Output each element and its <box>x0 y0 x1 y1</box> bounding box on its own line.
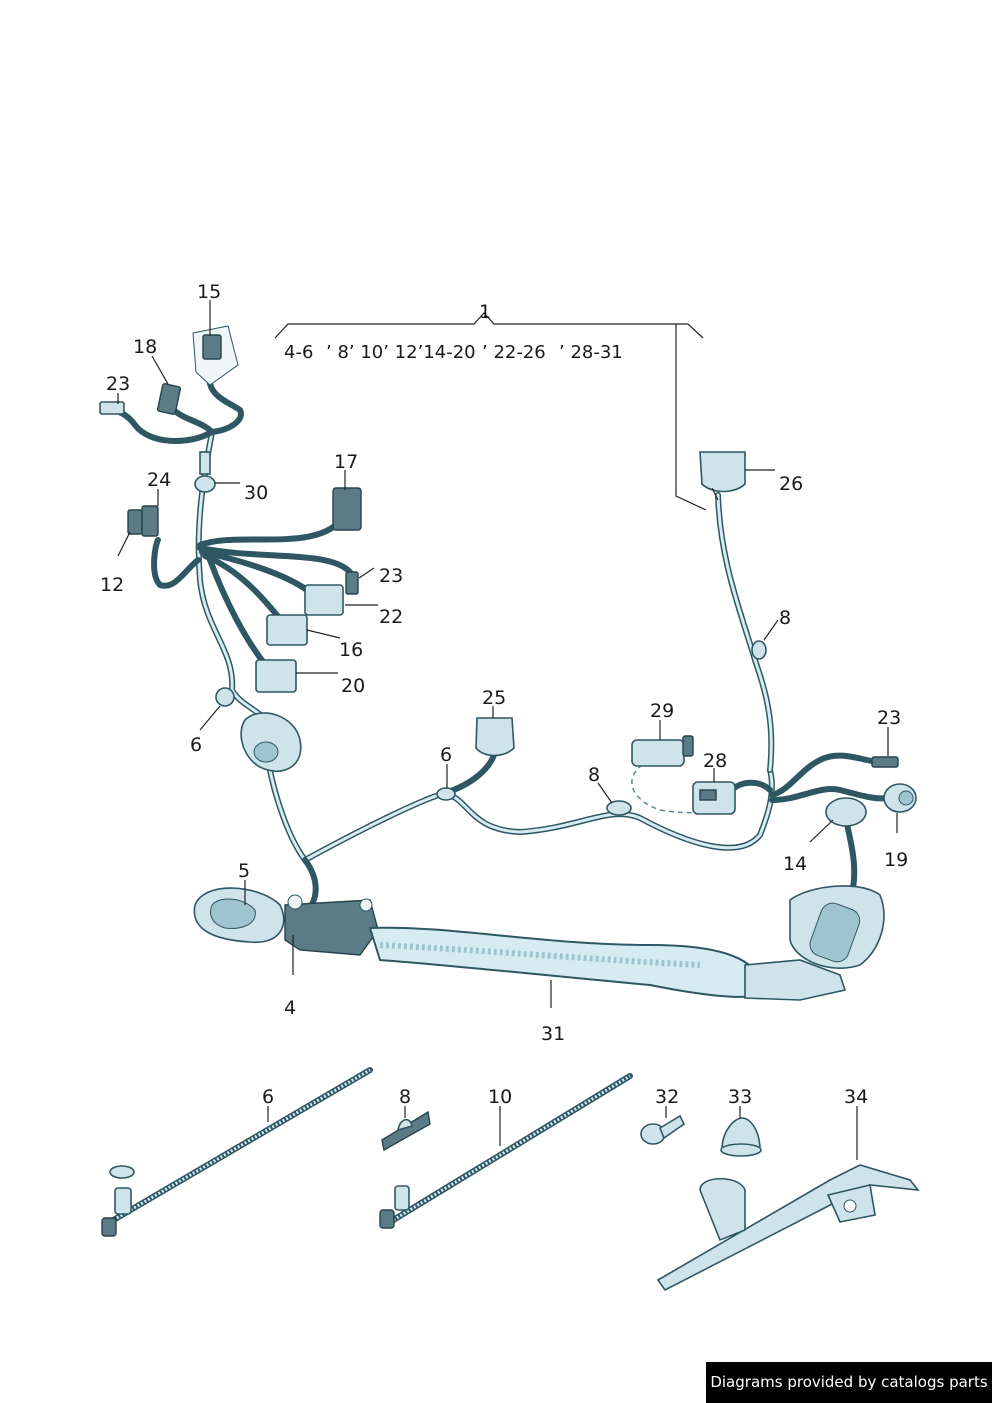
connector-22 <box>304 584 344 616</box>
cable-tie-10 <box>379 1073 633 1229</box>
connector-26 <box>699 451 746 501</box>
range-28-31: ’ 28-31 <box>559 342 623 363</box>
grommet-upper-left <box>240 712 302 772</box>
cable-tie-6 <box>101 1067 373 1237</box>
connector-17 <box>332 487 362 531</box>
screw-32 <box>640 1114 686 1145</box>
connector-24 <box>127 505 159 537</box>
callout-14: 14 <box>783 853 807 875</box>
clip-8-right <box>751 640 767 660</box>
connector-20 <box>255 659 297 693</box>
callout-1: 1 <box>479 301 491 323</box>
callout-29: 29 <box>650 700 674 722</box>
callout-6c: 6 <box>262 1086 274 1108</box>
callout-6a: 6 <box>190 734 202 756</box>
callout-24: 24 <box>147 469 171 491</box>
callout-26: 26 <box>779 473 803 495</box>
connector-28 <box>692 781 736 815</box>
callout-12: 12 <box>100 574 124 596</box>
connector-23-right <box>871 756 899 768</box>
grommet-30 <box>194 451 216 493</box>
callout-20: 20 <box>341 675 365 697</box>
callout-6b: 6 <box>440 744 452 766</box>
range-4-6: 4-6 <box>284 342 313 363</box>
connector-23-middle <box>345 571 359 595</box>
range-8-20: ’ 8’ 10’ 12’14-20 <box>326 342 476 363</box>
callout-30: 30 <box>244 482 268 504</box>
callout-labels: 1 15 18 23 24 30 12 17 23 22 16 20 6 26 … <box>100 281 908 1108</box>
sensor-29 <box>631 735 694 767</box>
connector-23-top-left <box>99 401 125 415</box>
callout-23c: 23 <box>877 707 901 729</box>
callout-23a: 23 <box>106 373 130 395</box>
callout-8c: 8 <box>399 1086 411 1108</box>
bracket-34 <box>656 1164 920 1292</box>
harness-wires <box>107 367 891 918</box>
connector-15 <box>192 325 239 386</box>
callout-19: 19 <box>884 849 908 871</box>
callout-4: 4 <box>284 997 296 1019</box>
callout-15: 15 <box>197 281 221 303</box>
callout-5: 5 <box>238 860 250 882</box>
callout-18: 18 <box>133 336 157 358</box>
connector-25 <box>475 717 515 757</box>
callout-17: 17 <box>334 451 358 473</box>
clip-8-loose <box>381 1110 431 1152</box>
clip-6-left <box>215 687 235 707</box>
callout-34: 34 <box>844 1086 868 1108</box>
connector-18 <box>156 383 182 415</box>
callout-28: 28 <box>703 750 727 772</box>
clip-8-middle <box>606 800 632 816</box>
clip-6-middle <box>436 787 456 801</box>
nut-33 <box>720 1117 762 1157</box>
group-bracket <box>274 312 707 511</box>
callout-8a: 8 <box>779 607 791 629</box>
callout-16: 16 <box>339 639 363 661</box>
callout-25: 25 <box>482 687 506 709</box>
credit-banner: Diagrams provided by catalogs parts <box>706 1362 992 1403</box>
callout-23b: 23 <box>379 565 403 587</box>
conduit-31 <box>193 885 885 1001</box>
leader-lines <box>117 300 898 1160</box>
callout-8b: 8 <box>588 764 600 786</box>
connector-19 <box>883 783 917 813</box>
callout-10: 10 <box>488 1086 512 1108</box>
connector-16 <box>266 614 308 646</box>
group-range-labels: 4-6 ’ 8’ 10’ 12’14-20 ’ 22-26 ’ 28-31 <box>284 342 623 363</box>
callout-33: 33 <box>728 1086 752 1108</box>
callout-31: 31 <box>541 1023 565 1045</box>
callout-32: 32 <box>655 1086 679 1108</box>
range-22-26: ’ 22-26 <box>482 342 546 363</box>
grommet-14 <box>825 797 867 827</box>
callout-22: 22 <box>379 606 403 628</box>
